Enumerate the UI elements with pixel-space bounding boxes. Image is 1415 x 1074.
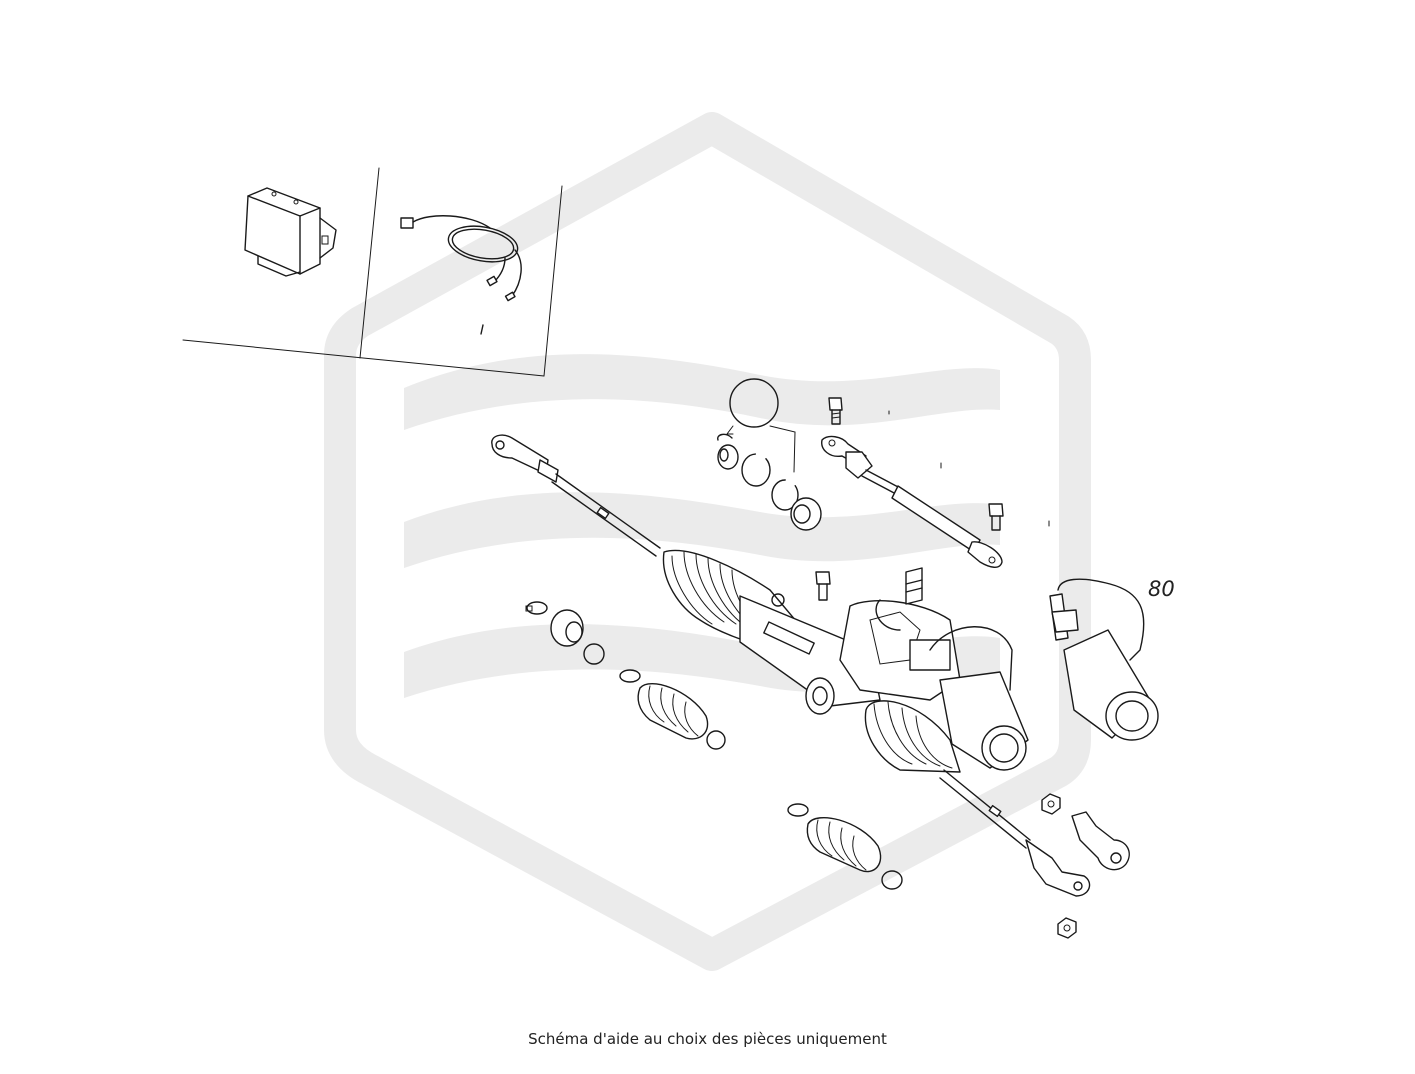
nut-upper: [1041, 793, 1061, 815]
left-clamp-4: [706, 730, 726, 750]
nut-lower: [1057, 917, 1077, 939]
detail-marks: [888, 410, 1050, 527]
steering-damper: [821, 435, 1003, 568]
watermark-logo-icon: [324, 112, 1091, 971]
seal-kit: [717, 378, 822, 531]
wiring-harness: [400, 215, 522, 335]
left-boot: [637, 683, 709, 740]
diagram-caption: Schéma d'aide au choix des pièces unique…: [528, 1030, 887, 1048]
left-bushing: [550, 609, 584, 647]
bolt-right: [988, 503, 1004, 531]
right-clamp-1: [787, 803, 809, 817]
replacement-motor: [1049, 578, 1159, 741]
right-bellows: [864, 700, 961, 773]
tie-rod-end: [1071, 811, 1130, 871]
right-tie-rod: [939, 769, 1091, 897]
right-boot: [806, 816, 882, 873]
right-clamp-2: [881, 870, 903, 890]
left-tie-rod: [491, 434, 661, 557]
left-clamp-2: [583, 643, 605, 665]
left-clamp-1: [525, 601, 548, 615]
bolt-top: [828, 397, 843, 425]
steering-rack: [662, 549, 881, 715]
bolt-mid: [815, 571, 831, 601]
inset-frame: [182, 167, 563, 377]
pinion-housing: [839, 567, 961, 701]
control-module: [244, 187, 337, 277]
left-clamp-3: [619, 669, 641, 683]
part-reference-label: 80: [1148, 577, 1175, 601]
assist-motor: [929, 626, 1029, 771]
